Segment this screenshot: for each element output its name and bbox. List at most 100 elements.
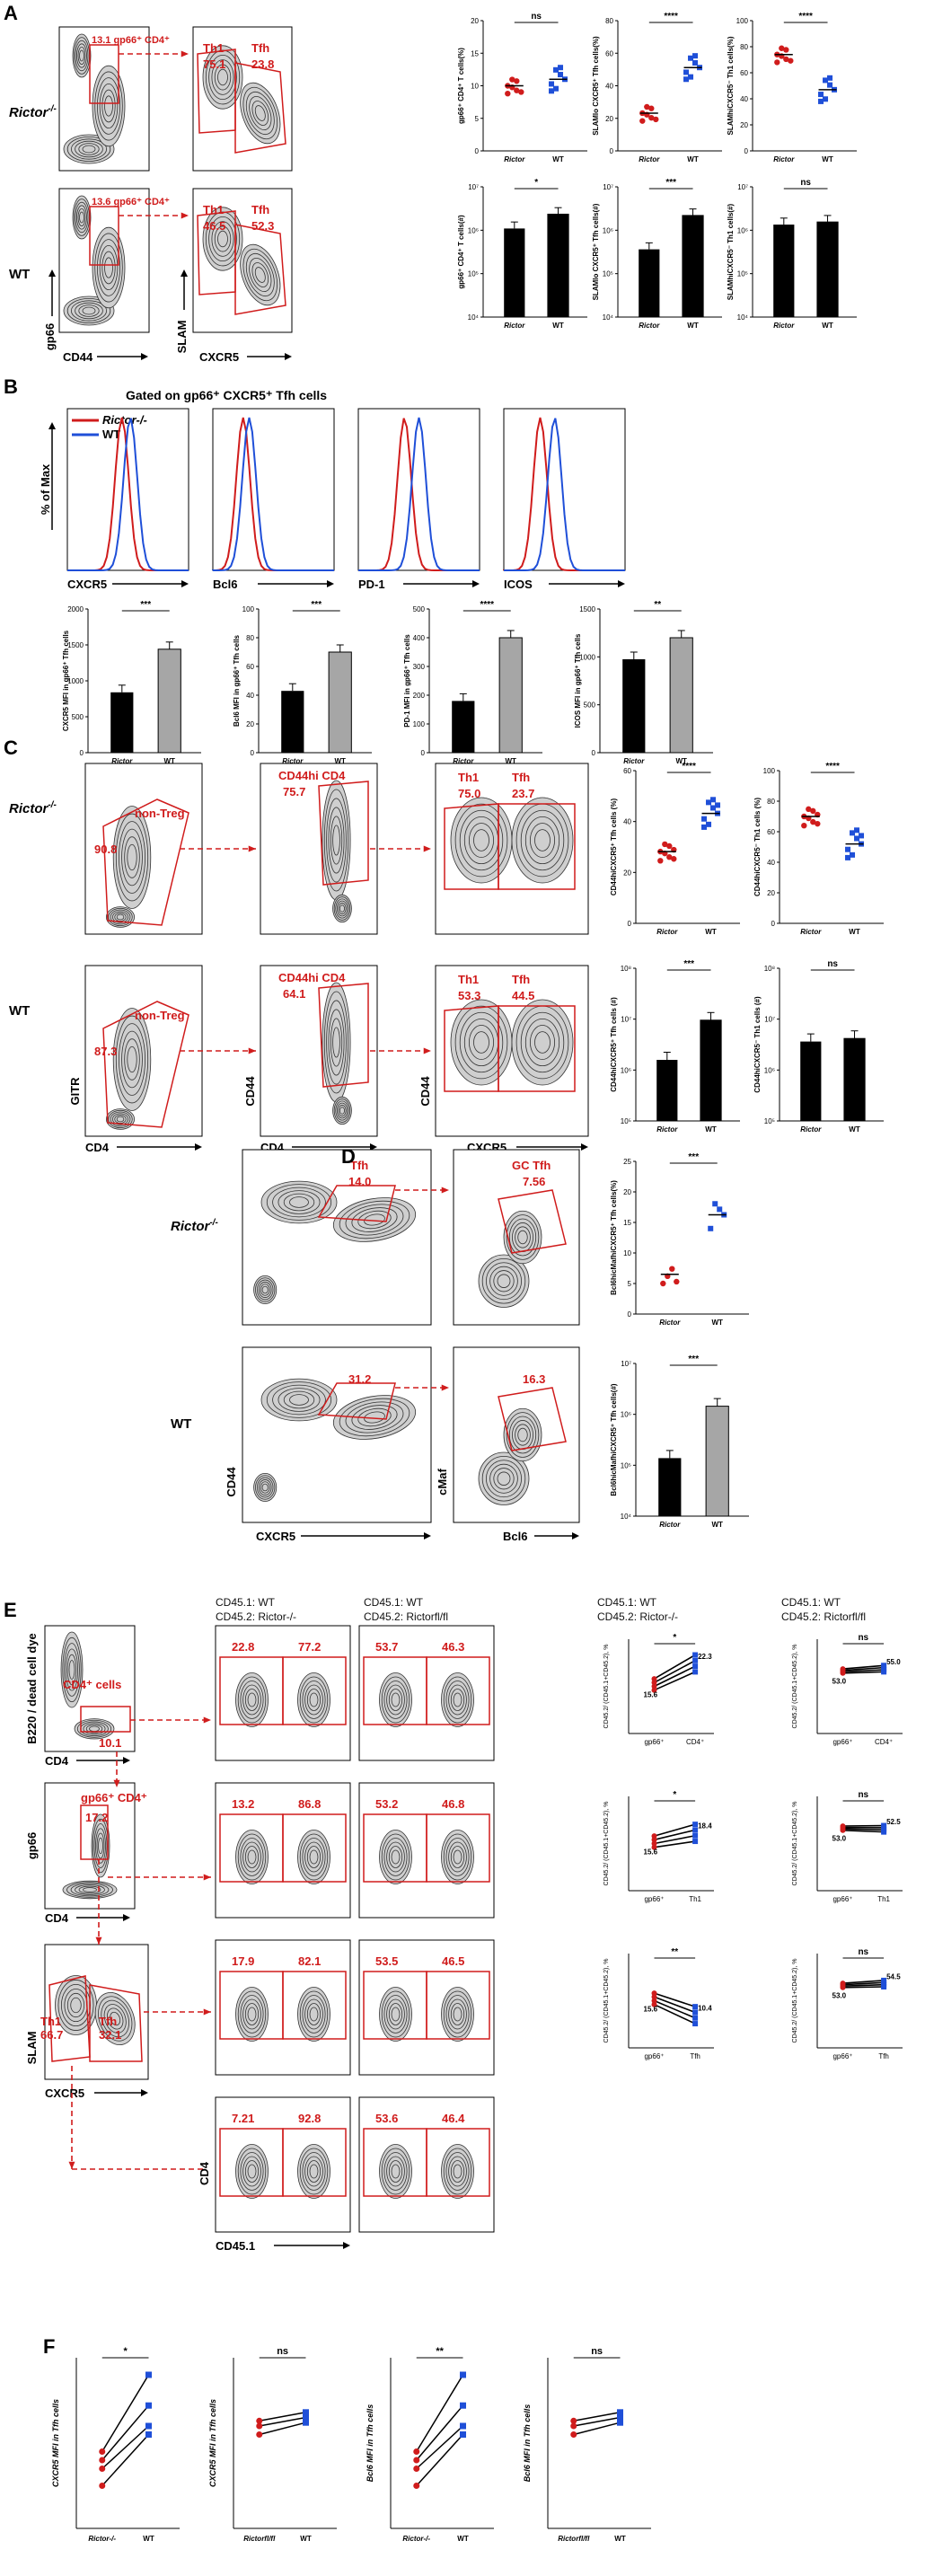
f-xlabel-2: WT: [300, 2535, 312, 2543]
e-paired-point-ko: [651, 1833, 657, 1839]
a-tfh-val-wt: 52.3: [251, 219, 274, 233]
a-flow-gp66-wt-contour: [82, 306, 96, 315]
panel-label-a: A: [4, 2, 18, 24]
e-quad-val-left-ko-4: 7.21: [232, 2112, 254, 2125]
e-quad-ko-4-contour: [302, 2152, 326, 2191]
e-paired-v1: 53.0: [832, 1677, 847, 1685]
c-cd44-ko: CD44hi CD4: [278, 769, 346, 782]
f-point-1: [99, 2448, 106, 2455]
a-chart-4-tick-label: 10⁵: [468, 270, 479, 278]
f-pair-line: [101, 2425, 150, 2470]
d-flow-cmaf-wt-contour: [486, 1460, 523, 1498]
e-quad-ko-3-contour: [247, 2007, 257, 2022]
e-quad-fl-2-contour: [445, 1838, 470, 1876]
b-chart-2-ylabel: Bcl6 MFI in gp66⁺ Tfh cells: [233, 634, 241, 727]
c-flow-gitr-wt-contour: [121, 1030, 143, 1089]
e-flow-gp66-contour: [96, 1832, 105, 1859]
a-chart-1-tick-label: 15: [471, 49, 479, 57]
c-th1-ko: Th1: [458, 771, 479, 784]
e-quad-fl-3-contour: [383, 1995, 408, 2033]
d-flow-cxcr5-ko-contour: [289, 1196, 309, 1208]
f-pair-line: [259, 2412, 306, 2422]
b-arrow-PD-1-head: [472, 580, 480, 587]
e-quad-fl-2: [358, 1782, 495, 1919]
f-xlabel-2: WT: [143, 2535, 154, 2543]
c-chart-1-point-ko: [671, 856, 677, 862]
c-flow-gitr-wt-contour: [119, 1023, 145, 1096]
e-quad-val-left-ko-3: 17.9: [232, 1954, 254, 1968]
e-axis-x1: CD4: [45, 1754, 69, 1768]
d-flow-cxcr5-ko-contour: [261, 1285, 269, 1294]
c-gate-nontreg-wt: [102, 1001, 189, 1128]
e-quad-ko-1-contour: [309, 1692, 319, 1707]
f-point-2: [303, 2409, 309, 2416]
e-paired-line: [654, 1654, 696, 1680]
e-paired-point-wt: [692, 1839, 699, 1845]
f-pair-line: [416, 2433, 464, 2487]
e-dash-down2-head: [95, 1936, 102, 1945]
e-flow-gp66: [44, 1782, 136, 1910]
c-gate-cd44-ko: [318, 781, 369, 886]
e-quad-fl-4-contour: [450, 2160, 465, 2183]
e-quad-ko-2-contour: [309, 1849, 319, 1865]
a-gate-label-gp66-wt: 13.6 gp66⁺ CD4⁺: [92, 197, 170, 207]
e-flow-slam-contour: [107, 2007, 124, 2030]
e-paired-point-wt: [881, 1822, 887, 1829]
a-flow-slam-wt-contour: [245, 252, 275, 297]
d-flow-cxcr5-ko-contour: [357, 1210, 392, 1230]
a-chart-4-xlabel-ko: Rictor: [504, 322, 525, 330]
f-point-2: [617, 2409, 623, 2416]
e-flow-cd4-contour: [66, 1654, 77, 1686]
b-chart-2-bar-wt: [328, 651, 352, 754]
c-flow-cd44-wt-contour: [336, 1102, 348, 1119]
c-chart-1-point-wt: [701, 816, 708, 822]
c-axis-y2: CD44: [243, 1076, 257, 1107]
e-flow-gp66-contour: [83, 1887, 97, 1892]
d-gate-gc-wt: [498, 1387, 567, 1451]
c-flow-cd44-ko-contour: [338, 903, 347, 914]
e-dash-row1-head: [203, 1716, 211, 1724]
a-flow-gp66-ko-contour: [99, 83, 119, 129]
e-gate-cd4: [80, 1706, 131, 1733]
a-chart-2-tick-label: 20: [605, 115, 613, 123]
d-chart-1-tick-label: 0: [628, 1310, 632, 1319]
e-paired-xlabel: CD4⁺: [875, 1738, 893, 1746]
d-arrow-x1-head: [424, 1532, 431, 1539]
a-flow-slam-wt-contour: [242, 248, 278, 302]
f-point-1: [570, 2422, 577, 2430]
e-flow-gp66-contour: [78, 1885, 101, 1894]
e-paired-v2: 52.5: [886, 1818, 901, 1826]
c-chart-3-sig: ***: [683, 959, 694, 969]
e-quad-ko-3-contour: [299, 1990, 329, 2038]
a-chart-3-point-wt: [818, 98, 824, 104]
b-chart-4-tick-label: 500: [584, 701, 596, 710]
d-flow-cxcr5-wt-contour: [261, 1483, 269, 1492]
c-cond-wt: WT: [9, 1003, 30, 1019]
a-chart-1-point-ko: [505, 91, 511, 97]
d-flow-cmaf-ko-contour: [508, 1218, 537, 1257]
c-arrow-x3-head: [581, 1143, 588, 1151]
d-flow-cxcr5-ko-contour: [339, 1200, 410, 1239]
d-flow-cmaf-ko-contour: [486, 1262, 523, 1301]
d-flow-cxcr5-ko-contour: [266, 1184, 332, 1221]
b-chart-3-bar-ko: [452, 701, 475, 753]
e-paired-line: [842, 1980, 885, 1984]
c-chart-1-xlabel-wt: WT: [705, 928, 717, 936]
a-chart-1-point-ko: [514, 78, 520, 84]
a-flow-gp66-wt-contour: [77, 207, 86, 226]
b-chart-3-bar-wt: [498, 637, 523, 754]
f-pair-line: [416, 2425, 464, 2470]
c-chart-2-tick-label: 80: [767, 798, 775, 806]
e-paired-point-wt: [692, 1822, 699, 1828]
a-gate-gp66-ko: [89, 44, 119, 104]
e-axis-y3: SLAM: [25, 2032, 39, 2065]
e-paired-line: [654, 1834, 696, 1845]
c-flow-cd44-ko-contour: [323, 789, 349, 892]
a-arrow-y1-head: [48, 269, 56, 277]
c-flow-cxcr5-wt-contour: [473, 1031, 489, 1054]
